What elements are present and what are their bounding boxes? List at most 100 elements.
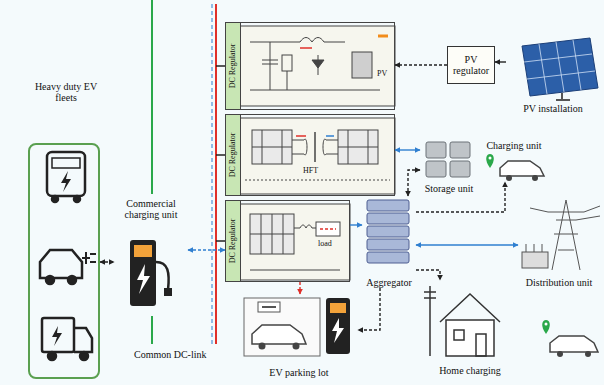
bus-icon [52, 158, 80, 168]
battery-icon [426, 142, 470, 177]
inverter [250, 214, 294, 254]
truck-icon [42, 318, 74, 352]
bus-icon [47, 152, 85, 196]
connector [416, 182, 505, 212]
car-icon [557, 351, 563, 357]
connector [358, 288, 380, 330]
inverter [240, 204, 350, 280]
dc-link-lines [212, 4, 213, 344]
distribution-node: Distribution unit [518, 196, 600, 288]
bus-icon [47, 152, 85, 202]
dc-link-lines [216, 240, 225, 242]
car-icon [506, 175, 512, 181]
truck-icon [52, 326, 62, 346]
node-label: Storage unit [425, 183, 474, 194]
dc-link-lines [216, 65, 225, 67]
aggregator-icon [367, 252, 409, 263]
car-icon [486, 154, 544, 181]
battery-icon [450, 142, 470, 158]
house-icon [424, 286, 500, 356]
parking-node: EV parking lot [240, 294, 358, 378]
parking-lot-icon [326, 298, 350, 354]
pv-node: PV installation [506, 36, 600, 114]
dual-active-bridge [245, 180, 390, 181]
car-icon [500, 161, 544, 176]
aggregator-icon [367, 213, 409, 224]
connector [416, 270, 440, 280]
node-label: PV installation [523, 103, 583, 114]
regulator-block: DC Regulator [225, 22, 395, 110]
pv-panel-icon [556, 93, 570, 100]
dual-active-bridge [252, 130, 292, 164]
car-plug-icon [40, 250, 96, 284]
dual-active-bridge [252, 130, 292, 164]
charging-node: Charging unit [478, 140, 550, 182]
dual-active-bridge [338, 130, 378, 164]
boost-converter [300, 47, 312, 49]
node-label: EV parking lot [269, 367, 328, 378]
parking-lot-icon [258, 302, 280, 312]
house-icon [454, 330, 464, 340]
node-label: Commercial charging unit [114, 198, 188, 220]
car-icon [489, 157, 492, 160]
component-label: HFT [303, 167, 318, 176]
aggregator-icon [367, 226, 409, 237]
inverter [320, 228, 336, 230]
car-icon [545, 323, 548, 326]
dual-active-bridge [240, 118, 395, 194]
car-icon [542, 320, 598, 357]
boost-converter [352, 52, 372, 78]
regulator-strip: DC Regulator [226, 115, 241, 195]
dual-active-bridge [326, 135, 334, 137]
dc-link-lines [215, 4, 217, 344]
truck-icon [74, 328, 92, 352]
aggregator-icon [367, 200, 409, 263]
node-label: Distribution unit [526, 277, 592, 288]
charger-icon [137, 264, 150, 294]
vertical-label: DC Regulator [229, 133, 238, 178]
dual-active-bridge [240, 118, 395, 194]
dual-active-bridge [292, 139, 307, 155]
power-tower-icon [522, 200, 600, 270]
dual-active-bridge [314, 132, 316, 162]
parking-lot-icon [244, 298, 320, 356]
pv-panel-icon [522, 38, 598, 96]
regulator-strip: DC Regulator [226, 23, 241, 109]
dual-active-bridge [323, 139, 338, 155]
node-label: PV regulator [451, 54, 491, 76]
bus-label: Common DC-link [134, 349, 207, 360]
storage-node: Storage unit [420, 138, 478, 194]
boost-converter [312, 55, 324, 75]
boost-converter [250, 38, 345, 43]
node-label: Home charging [439, 365, 501, 376]
car-plug-icon [40, 250, 82, 278]
parking-lot-icon [293, 343, 300, 350]
regulator-block: DC Regulator [225, 114, 395, 196]
boost-converter [240, 26, 395, 106]
boost-converter [262, 42, 278, 90]
charger-icon [164, 288, 172, 296]
bus-icon [52, 196, 58, 202]
connector [299, 282, 300, 294]
car-plug-icon [46, 276, 54, 284]
connector [416, 244, 518, 245]
power-tower-icon [548, 200, 584, 270]
bus-icon [74, 196, 80, 202]
car-icon [542, 320, 550, 334]
charger-icon [134, 245, 152, 257]
house-icon [440, 294, 500, 322]
aggregator-icon [367, 239, 409, 250]
vertical-label: DC Regulator [229, 44, 238, 89]
pv-panel-icon [524, 40, 595, 94]
power-tower-icon [522, 252, 548, 268]
group-heading: Heavy duty EV fleets [30, 81, 102, 103]
bus-icon [61, 171, 71, 192]
car-plug-icon [82, 252, 90, 264]
aggregator-node: Aggregator [362, 196, 416, 288]
dc-link-lines [151, 0, 153, 194]
pv-panel-icon [522, 38, 598, 100]
power-tower-icon [530, 206, 600, 220]
truck-icon [42, 318, 92, 360]
aggregator-icon [367, 200, 409, 211]
connector [395, 149, 420, 150]
